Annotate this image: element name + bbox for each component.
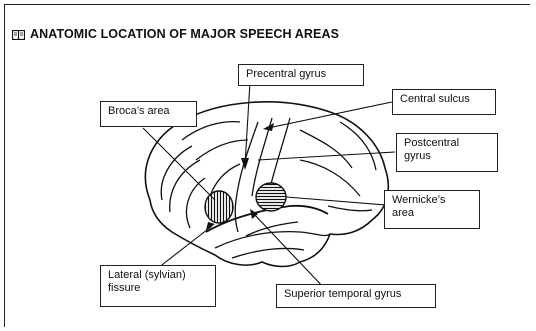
- label-lateral-fissure: Lateral (sylvian) fissure: [100, 265, 216, 307]
- label-brocas-area: Broca’s area: [100, 101, 197, 127]
- broca-area-marker: [205, 191, 233, 223]
- wernicke-area-marker: [256, 183, 286, 211]
- label-wernickes-area: Wernicke’s area: [384, 190, 480, 229]
- label-postcentral-gyrus: Postcentral gyrus: [396, 133, 498, 172]
- label-central-sulcus: Central sulcus: [392, 89, 496, 115]
- label-superior-temporal-gyrus: Superior temporal gyrus: [276, 284, 436, 308]
- label-precentral-gyrus: Precentral gyrus: [238, 64, 364, 86]
